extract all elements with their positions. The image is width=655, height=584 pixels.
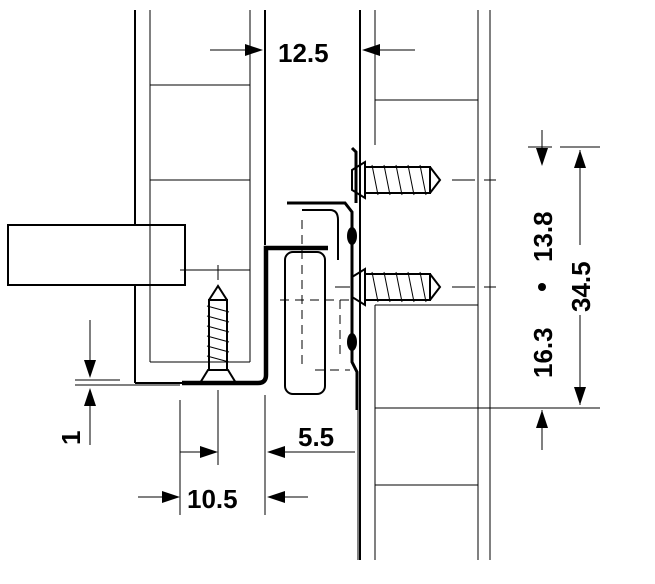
dimension-bottom-clearance: 1 bbox=[56, 320, 180, 445]
dimension-right-vertical: 13.8 34.5 16.3 bbox=[375, 130, 600, 450]
dimension-rail-offset: 5.5 bbox=[264, 395, 359, 560]
screw-vertical bbox=[198, 284, 238, 384]
drawer-side-panel bbox=[134, 10, 266, 384]
dimension-label-rail-offset: 5.5 bbox=[298, 422, 334, 452]
screw-upper bbox=[351, 160, 442, 200]
rail-roller-upper bbox=[347, 227, 357, 245]
dimension-label-upper-screw: 13.8 bbox=[528, 211, 558, 262]
dimension-screw-distance: 10.5 bbox=[138, 390, 308, 515]
cabinet-rail-profile bbox=[287, 201, 359, 410]
slide-inner-member bbox=[302, 209, 339, 260]
drawer-bottom-panel bbox=[7, 224, 186, 286]
cabinet-rail-bracket bbox=[350, 146, 358, 203]
screw-lower bbox=[351, 267, 442, 307]
dimension-label-screw-distance: 10.5 bbox=[187, 484, 238, 514]
dimension-label-lower-screw: 16.3 bbox=[528, 327, 558, 378]
drawer-rail-profile bbox=[182, 245, 328, 386]
dimension-reference-dot bbox=[538, 283, 546, 291]
dimension-label-overall-height: 34.5 bbox=[566, 261, 596, 312]
slide-runner-body bbox=[284, 251, 326, 395]
rail-roller-lower bbox=[347, 333, 357, 351]
dimension-top-gap: 12.5 bbox=[210, 38, 415, 68]
dimension-label-top-gap: 12.5 bbox=[278, 38, 329, 68]
cabinet-side-panel bbox=[359, 10, 491, 560]
dimension-label-bottom-clearance: 1 bbox=[56, 431, 86, 445]
